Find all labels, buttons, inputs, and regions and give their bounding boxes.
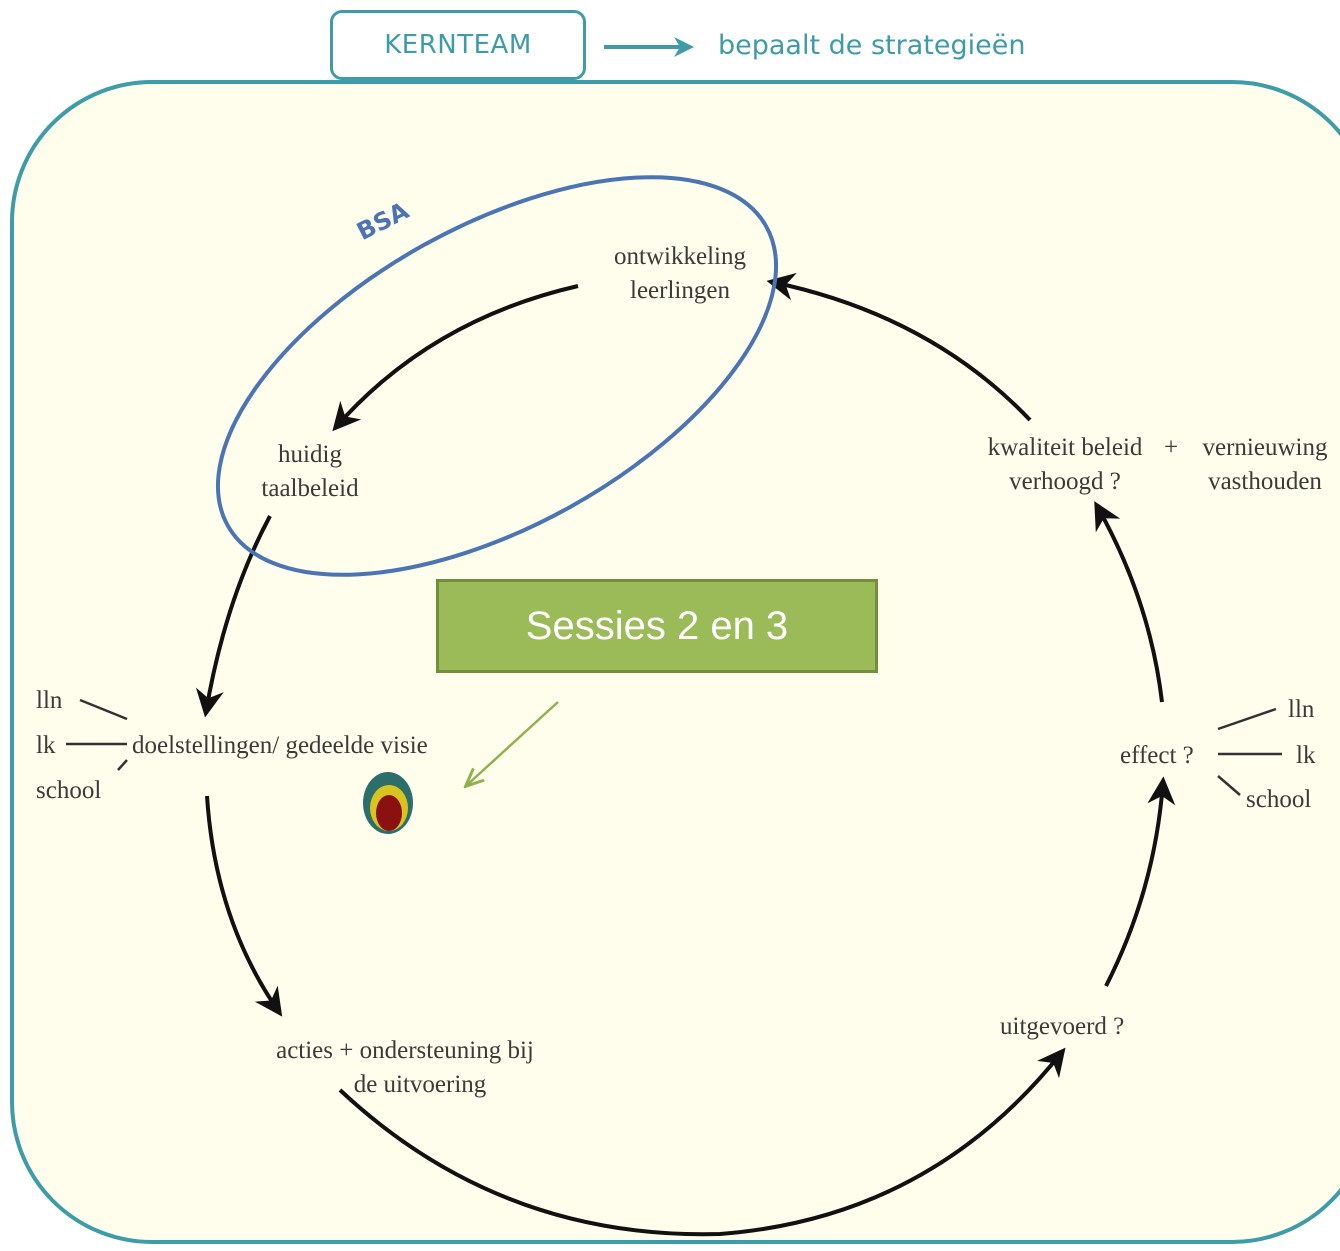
branch-line-lln-right <box>1217 707 1277 731</box>
bsa-ellipse <box>215 175 779 577</box>
branch-lk-right: lk <box>1296 742 1316 769</box>
node-kwaliteit: kwaliteit beleid verhoogd ? <box>970 431 1160 499</box>
branch-lln-left: lln <box>36 687 63 714</box>
arrow-huidig-to-doel <box>195 515 272 718</box>
kernteam-box: KERNTEAM <box>330 10 586 80</box>
kernteam-label: KERNTEAM <box>384 30 532 60</box>
node-doelstellingen: doelstellingen/ gedeelde visie <box>132 732 428 759</box>
branch-school-left: school <box>36 777 102 804</box>
node-vernieuwing-line1: vernieuwing <box>1202 434 1328 461</box>
node-vernieuwing-line2: vasthouden <box>1208 468 1322 495</box>
node-effect: effect ? <box>1120 742 1194 769</box>
arrow-acties-to-uitgevoerd <box>338 1047 1066 1237</box>
node-acties-line1: acties + ondersteuning bij <box>276 1037 534 1064</box>
branch-line-lln-left <box>79 698 128 721</box>
node-acties: acties + ondersteuning bij de uitvoering <box>250 1034 560 1102</box>
arrow-effect-to-kwaliteit <box>1094 501 1164 703</box>
strategy-text: bepaalt de strategieën <box>718 30 1026 61</box>
arrow-ontwikkeling-to-huidig <box>332 284 579 432</box>
arrow-kwaliteit-to-ontwikkeling <box>766 272 1032 422</box>
node-huidig-line2: taalbeleid <box>261 475 359 502</box>
node-ontwikkeling-line1: ontwikkeling <box>614 243 746 270</box>
arrow-doel-to-acties <box>205 795 283 1017</box>
branch-line-school-right <box>1217 775 1241 796</box>
arrow-uitgevoerd-to-effect <box>1104 776 1176 987</box>
branch-lk-left: lk <box>36 732 56 759</box>
plus-sign: + <box>1164 434 1179 461</box>
node-kwaliteit-line2: verhoogd ? <box>1009 468 1121 495</box>
node-ontwikkeling-line2: leerlingen <box>630 277 730 304</box>
branch-line-school-left <box>117 759 128 771</box>
node-huidig-line1: huidig <box>278 441 342 468</box>
branch-school-right: school <box>1246 786 1312 813</box>
sessies-callout: Sessies 2 en 3 <box>436 579 878 673</box>
concentric-circles-icon <box>363 772 413 834</box>
branch-lln-right: lln <box>1288 696 1315 723</box>
sessies-label: Sessies 2 en 3 <box>525 603 789 648</box>
node-kwaliteit-line1: kwaliteit beleid <box>987 434 1143 461</box>
node-ontwikkeling: ontwikkeling leerlingen <box>600 240 760 308</box>
node-uitgevoerd: uitgevoerd ? <box>1000 1013 1125 1040</box>
node-acties-line2: de uitvoering <box>353 1071 487 1098</box>
callout-arrow <box>467 701 559 785</box>
node-huidig: huidig taalbeleid <box>240 438 380 506</box>
node-vernieuwing: vernieuwing vasthouden <box>1190 431 1340 499</box>
